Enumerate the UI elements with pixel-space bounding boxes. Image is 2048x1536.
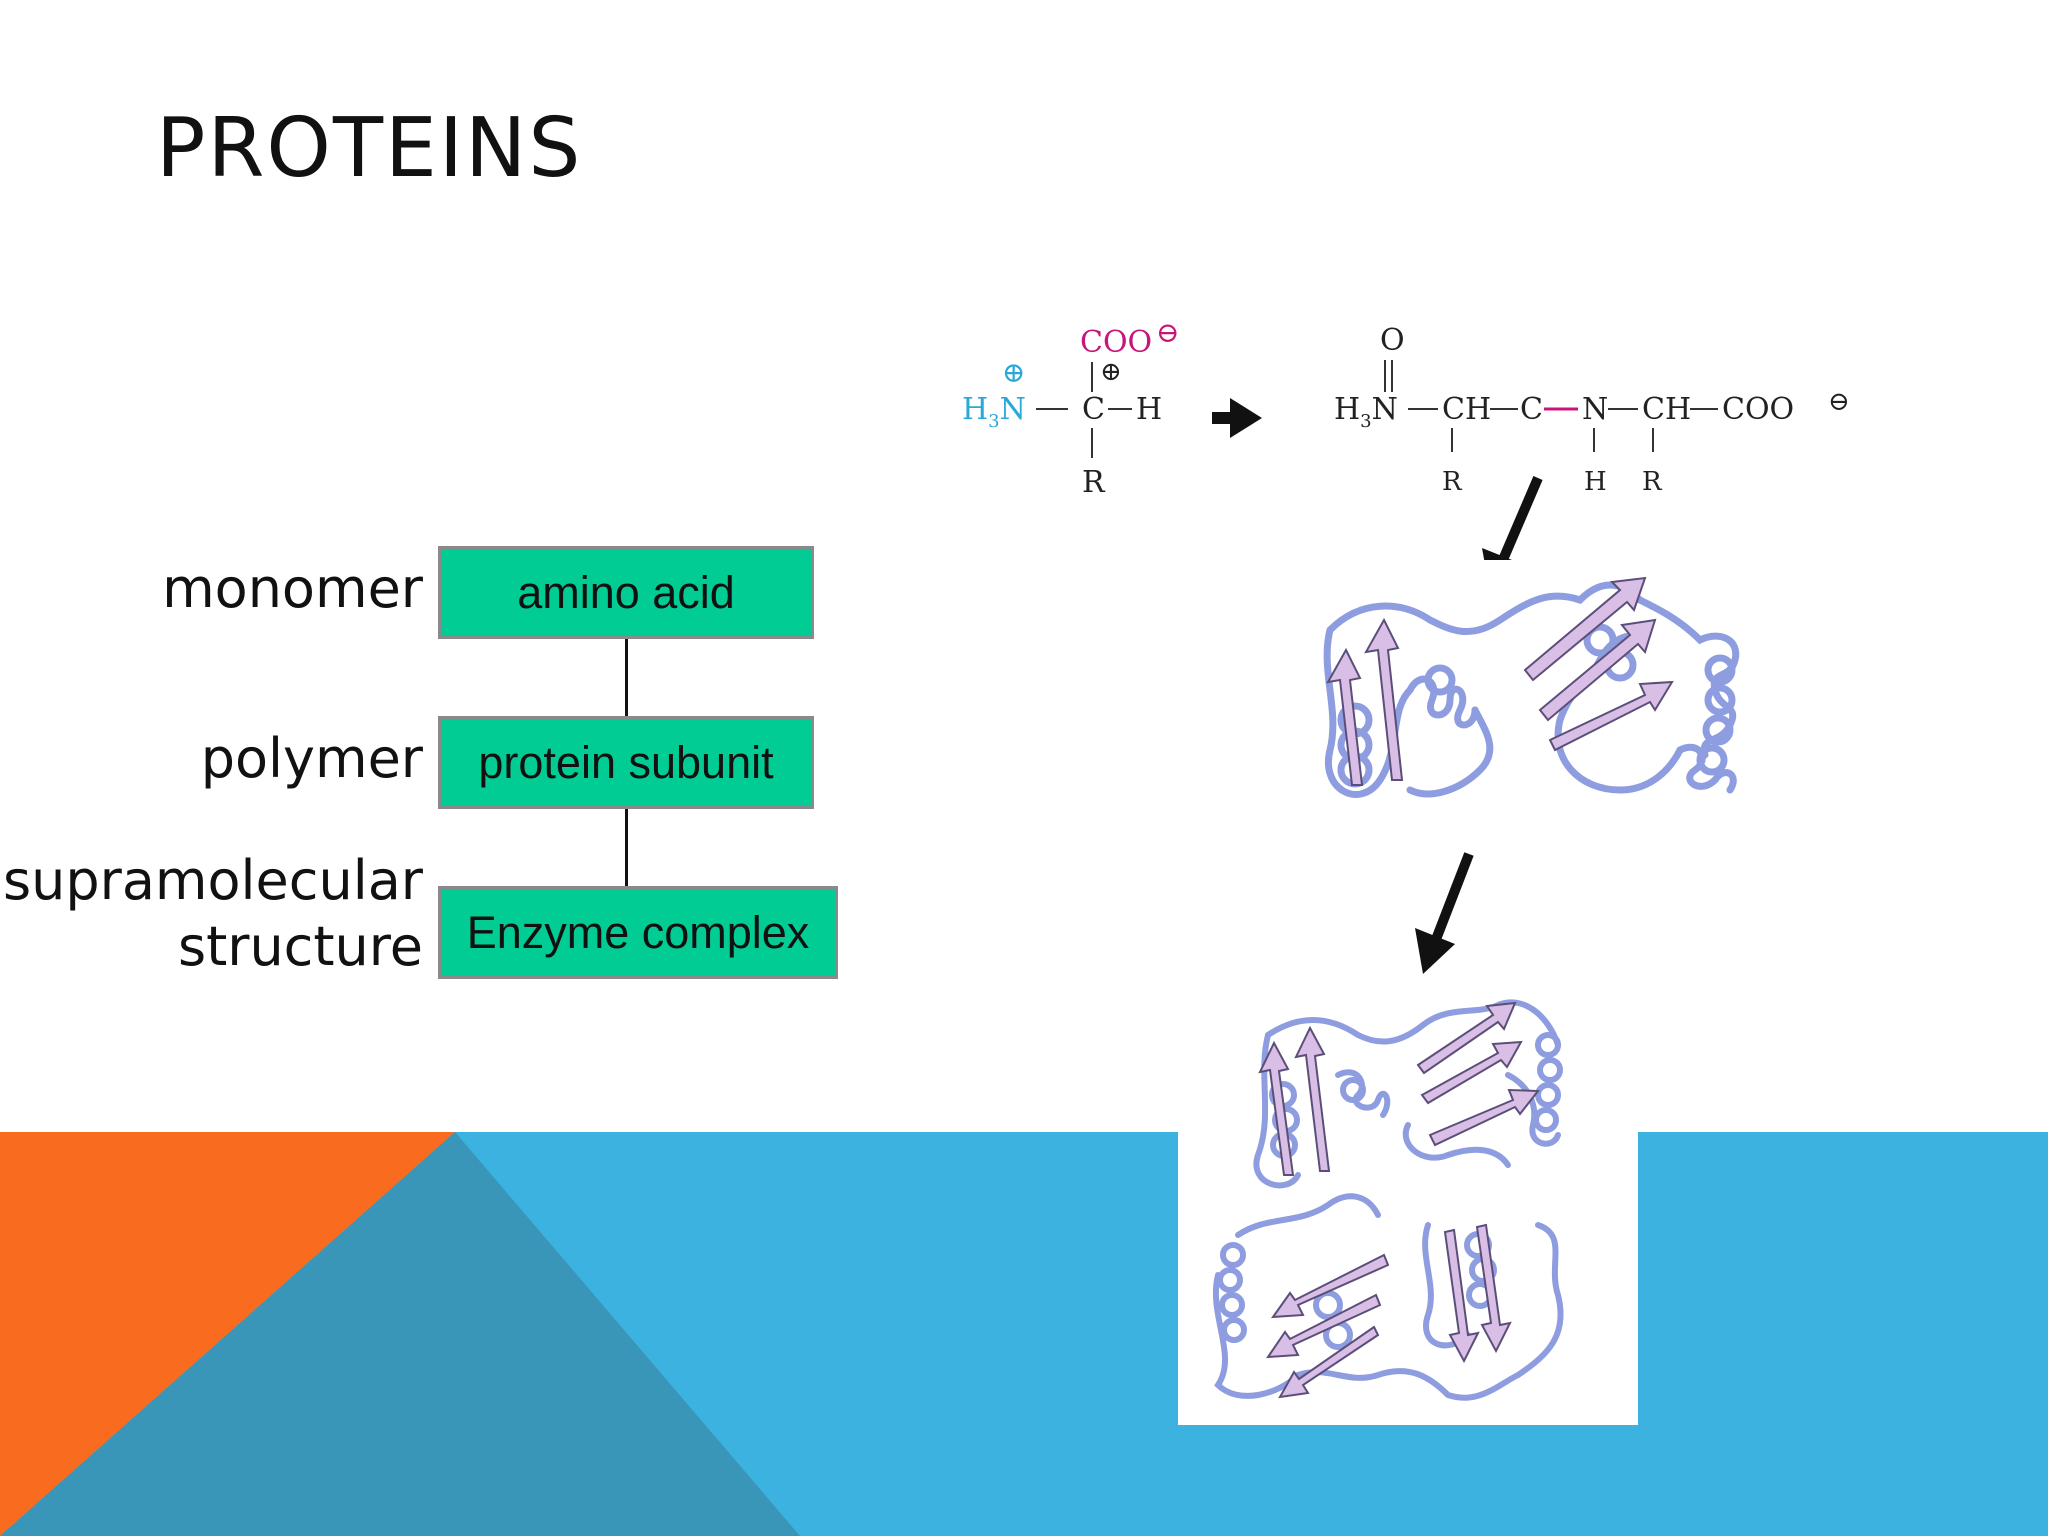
background-shapes — [0, 1132, 800, 1536]
down-arrow-icon — [1415, 852, 1474, 974]
svg-text:COO: COO — [1080, 325, 1152, 360]
svg-text:⊕: ⊕ — [1100, 357, 1122, 387]
box-label: protein subunit — [478, 736, 774, 788]
svg-text:H3N: H3N — [1334, 392, 1398, 432]
svg-text:O: O — [1380, 323, 1405, 358]
label-supramolecular: supramolecular — [2, 849, 423, 912]
box-label: Enzyme complex — [466, 906, 810, 958]
svg-text:CH: CH — [1642, 392, 1691, 427]
peptide-bond-diagram: COO ⊖ ⊕ H3N C H R O ⊕ ⊕ H3N CH — [962, 320, 1850, 500]
box-enzyme-complex: Enzyme complex — [438, 886, 838, 979]
svg-text:CH: CH — [1442, 392, 1491, 427]
svg-text:R: R — [1442, 467, 1463, 497]
svg-text:H: H — [1136, 392, 1162, 427]
svg-text:H3N: H3N — [962, 392, 1026, 432]
slide-title: PROTEINS — [156, 101, 583, 196]
connector-line — [625, 808, 628, 888]
svg-text:N: N — [1582, 392, 1608, 427]
svg-text:⊖: ⊖ — [1828, 387, 1850, 417]
protein-ribbon-icon — [1323, 576, 1740, 798]
label-structure: structure — [177, 915, 423, 978]
label-polymer: polymer — [200, 727, 423, 790]
svg-text:H: H — [1584, 467, 1607, 497]
svg-text:⊖: ⊖ — [1156, 320, 1179, 349]
dipeptide-formula: O ⊕ ⊕ H3N CH R C N H CH R COO ⊖ — [1100, 323, 1850, 497]
reaction-arrow-icon — [1212, 398, 1262, 438]
enzyme-complex-ribbon-icon — [1212, 999, 1564, 1401]
box-protein-subunit: protein subunit — [438, 716, 814, 809]
box-amino-acid: amino acid — [438, 546, 814, 639]
svg-text:⊕: ⊕ — [1002, 356, 1025, 389]
enzyme-complex-panel — [1178, 975, 1638, 1425]
svg-text:C: C — [1082, 392, 1105, 427]
connector-line — [625, 638, 628, 718]
svg-text:R: R — [1082, 465, 1106, 500]
svg-text:C: C — [1520, 392, 1543, 427]
amino-acid-formula: COO ⊖ ⊕ H3N C H R — [962, 320, 1179, 500]
protein-subunit-panel — [1300, 560, 1760, 830]
box-label: amino acid — [517, 566, 735, 618]
svg-text:R: R — [1642, 467, 1663, 497]
svg-text:COO: COO — [1722, 392, 1794, 427]
teal-triangle — [0, 1132, 800, 1536]
label-monomer: monomer — [162, 557, 423, 620]
